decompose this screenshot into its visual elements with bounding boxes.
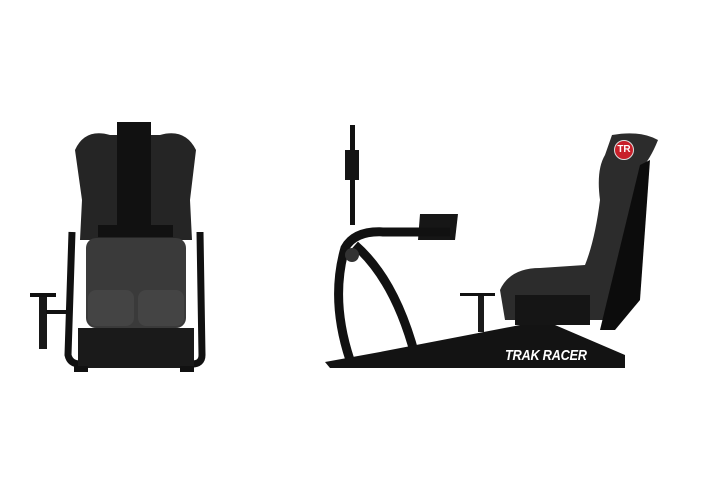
pivot-knob xyxy=(345,248,359,262)
shifter-mount xyxy=(30,293,68,349)
base-rail xyxy=(325,322,625,368)
brand-label: TRAK RACER xyxy=(505,347,587,364)
side-view-rig xyxy=(325,125,658,368)
frame-s-tube xyxy=(334,227,450,362)
monitor-mast-front xyxy=(117,122,151,237)
front-view-rig xyxy=(30,122,206,372)
brand-logo: TR xyxy=(614,140,634,160)
